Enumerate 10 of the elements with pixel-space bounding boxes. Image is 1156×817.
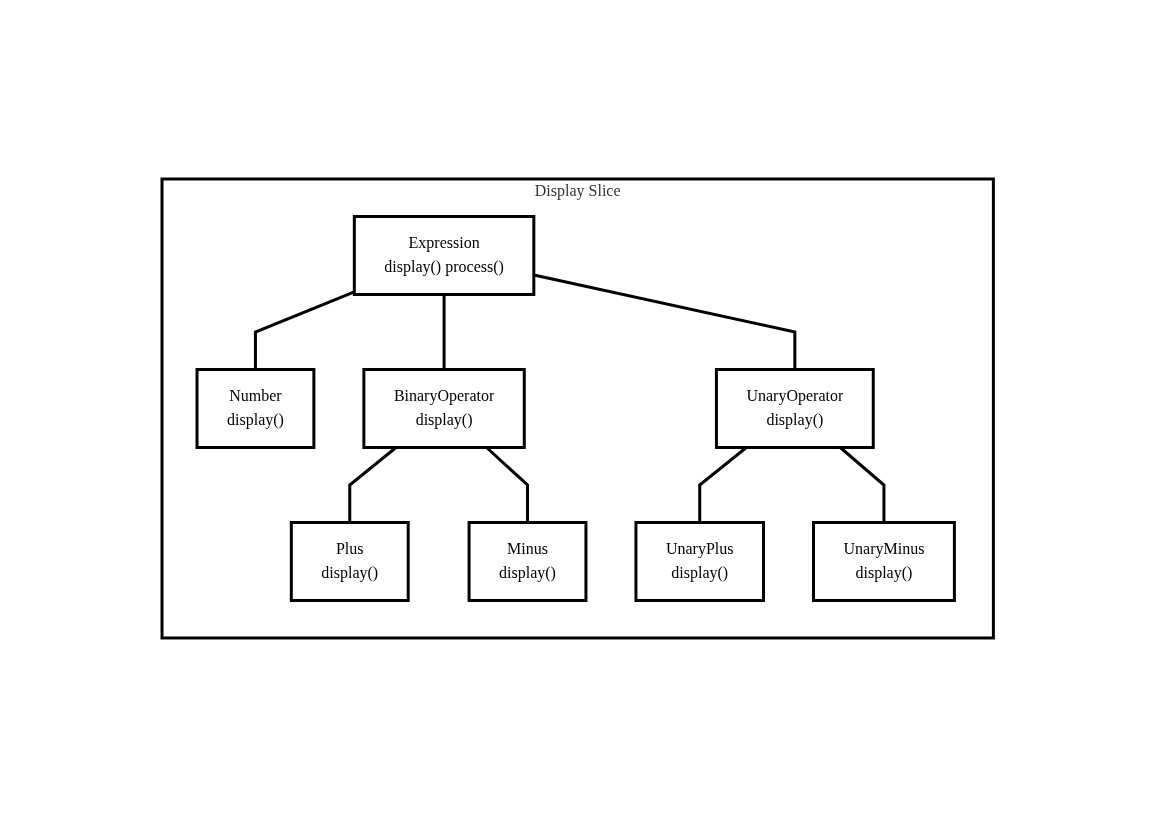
connector (442, 294, 446, 370)
node-box: Plus display() (290, 521, 410, 602)
node-box: UnaryOperator display() (715, 368, 876, 449)
node-box: Minus display() (467, 521, 588, 602)
node-box: Expression display() process() (353, 215, 536, 296)
node-box: UnaryMinus display() (812, 521, 957, 602)
node-box: Number display() (195, 368, 316, 449)
node-box: BinaryOperator display() (362, 368, 527, 449)
node-box: UnaryPlus display() (634, 521, 766, 602)
connector (254, 290, 356, 370)
